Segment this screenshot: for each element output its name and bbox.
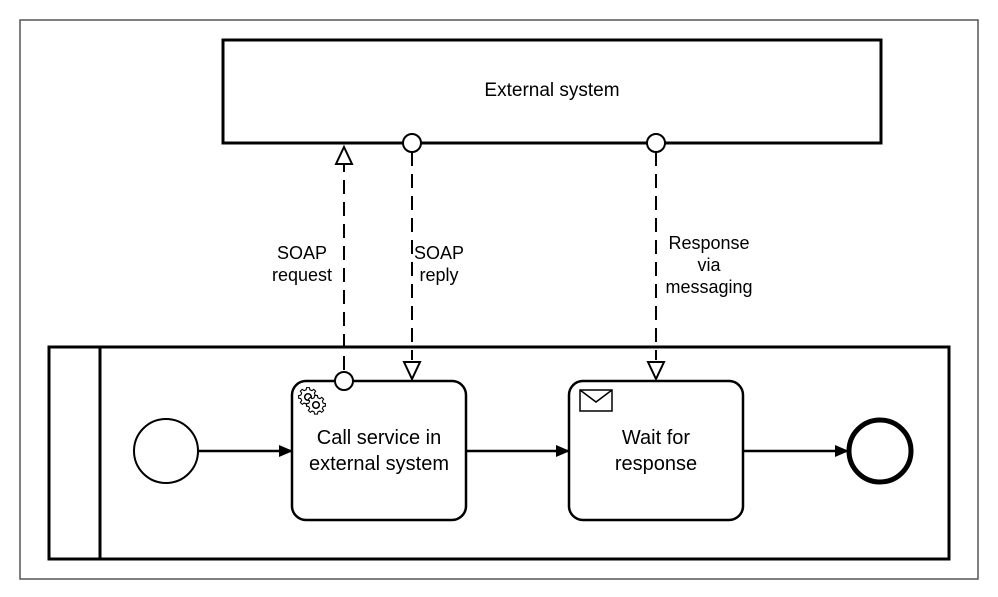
response-via-messaging-label: Response via messaging xyxy=(665,233,753,297)
envelope-icon xyxy=(579,389,613,412)
external-system-pool[interactable] xyxy=(221,38,883,145)
call-service-task-label: Call service in external system xyxy=(308,427,450,475)
open-arrowhead-down xyxy=(646,361,666,382)
end-event[interactable] xyxy=(846,417,914,485)
external-system-label: External system xyxy=(484,80,620,101)
start-event[interactable] xyxy=(133,418,199,484)
process-pool[interactable] xyxy=(47,345,951,561)
diagram-frame xyxy=(19,19,979,580)
task-call-service[interactable] xyxy=(290,379,468,522)
message-flow-start-circle xyxy=(646,133,666,153)
message-flow-start-circle xyxy=(334,371,354,391)
soap-reply-label: SOAP reply xyxy=(413,243,465,285)
open-arrowhead-up xyxy=(334,144,354,165)
task-wait-response[interactable] xyxy=(567,379,745,522)
open-arrowhead-down xyxy=(402,361,422,382)
wait-response-task-label: Wait for response xyxy=(614,427,698,475)
message-flow-start-circle xyxy=(402,133,422,153)
gears-icon xyxy=(298,387,326,415)
soap-request-label: SOAP request xyxy=(271,243,333,285)
